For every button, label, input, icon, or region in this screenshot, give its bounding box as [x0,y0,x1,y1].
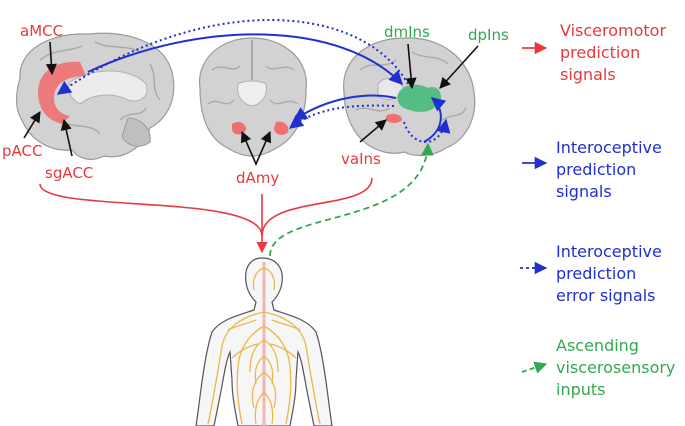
legend-item-visceromotor: Visceromotor prediction signals [522,21,666,84]
legend-error-line2: prediction [556,264,636,283]
legend-item-ascending: Ascending viscerosensory inputs [521,336,675,399]
legend-error-line3: error signals [556,286,655,305]
brain-coronal [199,37,307,157]
legend-visceromotor-line1: Visceromotor [560,21,666,40]
cingulate-region [38,61,86,124]
label-pacc: pACC [2,142,42,160]
legend-visceromotor-line2: prediction [560,43,640,62]
ventral-anterior-insula-region [386,113,402,123]
legend-visceromotor-line3: signals [560,65,616,84]
legend: Visceromotor prediction signals Interoce… [520,21,675,399]
amygdala-right [274,121,289,135]
ascending-pathway [269,142,434,257]
dorsal-insula-region [397,84,442,112]
legend-item-prediction-error: Interoceptive prediction error signals [520,242,662,305]
legend-ascending-line1: Ascending [556,336,639,355]
human-body-figure [195,257,333,426]
legend-interoceptive-line3: signals [556,182,612,201]
legend-interoceptive-line2: prediction [556,160,636,179]
label-damy: dAmy [236,169,279,187]
brain-sagittal [15,32,175,160]
label-vains: vaIns [341,150,381,168]
legend-ascending-line2: viscerosensory [556,358,675,377]
label-dpins: dpIns [468,26,509,44]
prediction-error-arrows [56,19,451,143]
label-dmins: dmIns [384,23,430,41]
pointer-arrows [23,41,479,166]
legend-item-interoceptive: Interoceptive prediction signals [522,138,662,201]
label-sgacc: sgACC [45,164,93,182]
label-amcc: aMCC [20,22,63,40]
visceromotor-pathway [39,177,373,254]
legend-ascending-line3: inputs [556,380,606,399]
legend-error-line1: Interoceptive [556,242,662,261]
legend-interoceptive-line1: Interoceptive [556,138,662,157]
